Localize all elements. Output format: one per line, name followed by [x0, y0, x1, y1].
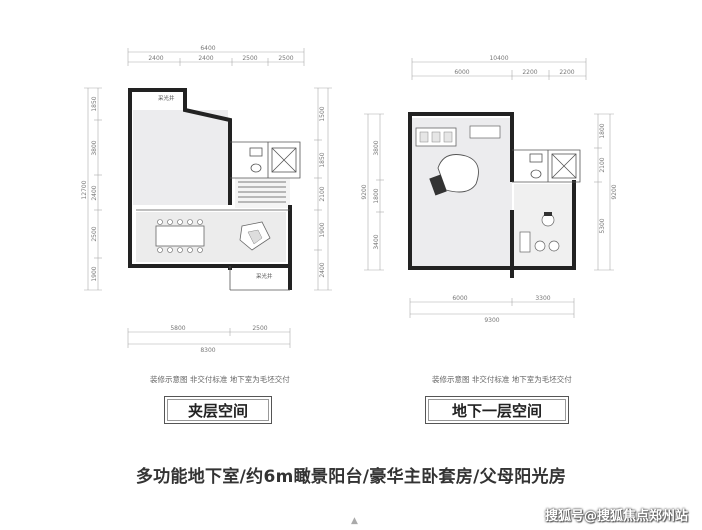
right-bottom-dimensions: 6000 3300 9300 — [409, 295, 575, 324]
left-dim-top-4: 2500 — [278, 55, 293, 62]
left-dim-side-total: 12700 — [81, 180, 88, 199]
left-dim-side-5: 1900 — [91, 266, 98, 281]
left-dim-right-5: 2400 — [319, 262, 326, 277]
right-caption: 装修示意图 非交付标准 地下室为毛坯交付 — [432, 375, 572, 384]
toilet-icon — [250, 163, 262, 173]
right-dim-bottom-1: 6000 — [452, 295, 467, 302]
right-dim-top-2: 2200 — [522, 69, 537, 76]
left-dim-right-2: 1850 — [319, 152, 326, 167]
watermark: 搜狐号@搜狐焦点郑州站 — [544, 509, 688, 524]
left-dim-right-3: 2100 — [319, 186, 326, 201]
right-grand-piano-icon — [429, 154, 479, 196]
right-dim-bottom-total: 9300 — [484, 317, 499, 324]
right-dim-right-3: 5300 — [599, 218, 606, 233]
left-dim-side-3: 2400 — [91, 185, 98, 200]
left-dim-top-total: 6400 — [200, 45, 215, 52]
right-dim-side-total: 9200 — [361, 184, 368, 199]
right-dim-right-total: 9200 — [611, 184, 618, 199]
headline: 多功能地下室/约6m瞰景阳台/豪华主卧套房/父母阳光房 — [135, 467, 567, 487]
right-elevator-shaft — [551, 153, 577, 179]
left-dim-bottom-1: 5800 — [170, 325, 185, 332]
left-upper-room-floor — [133, 110, 228, 205]
left-dim-side-2: 3800 — [91, 140, 98, 155]
left-plan-title-text: 夹层空间 — [187, 401, 248, 420]
right-top-dimensions: 10400 6000 2200 2200 — [411, 55, 587, 80]
left-dim-top-2: 2400 — [198, 55, 213, 62]
sink-icon — [249, 147, 263, 157]
right-side-room-floor — [514, 184, 572, 266]
right-plan-title: 地下一层空间 — [425, 396, 569, 424]
right-walls — [408, 112, 581, 278]
right-dim-top-1: 6000 — [454, 69, 469, 76]
left-dim-bottom-total: 8300 — [200, 347, 215, 354]
left-floorplan: 6400 2400 2400 2500 2500 12700 1850 3800… — [81, 45, 332, 354]
right-dim-side-2: 1800 — [373, 188, 380, 203]
right-dim-bottom-2: 3300 — [535, 295, 550, 302]
right-dim-side-1: 3800 — [373, 140, 380, 155]
left-dim-bottom-2: 2500 — [252, 325, 267, 332]
left-lounge-chair-icon — [239, 221, 271, 251]
left-bathroom — [249, 147, 263, 173]
left-caption: 装修示意图 非交付标准 地下室为毛坯交付 — [150, 375, 290, 384]
right-side-chair-icon — [519, 212, 560, 253]
right-dim-right-2: 2100 — [599, 157, 606, 172]
left-stairs — [238, 181, 286, 203]
left-right-dimensions: 1500 1850 2100 1900 2400 — [314, 87, 332, 291]
toilet-icon — [530, 169, 542, 179]
left-dining-table — [155, 219, 205, 253]
right-dim-top-3: 2200 — [559, 69, 574, 76]
left-top-dimensions: 6400 2400 2400 2500 2500 — [127, 45, 305, 66]
left-room-tag-top: 采光井 — [158, 94, 175, 102]
right-dim-top-total: 10400 — [489, 55, 508, 62]
bottom-marker: ▲ — [351, 516, 358, 526]
left-dim-right-4: 1900 — [319, 222, 326, 237]
left-walls — [128, 88, 301, 291]
left-dim-right-1: 1500 — [319, 106, 326, 121]
right-bathroom — [529, 153, 543, 179]
right-sofa-icon — [415, 127, 457, 147]
right-right-dimensions: 1800 2100 5300 9200 — [594, 113, 618, 271]
right-plan-title-text: 地下一层空间 — [451, 401, 542, 420]
left-dim-top-1: 2400 — [148, 55, 163, 62]
right-dim-right-1: 1800 — [599, 123, 606, 138]
left-elevator-shaft — [271, 147, 297, 173]
left-plan-title: 夹层空间 — [164, 396, 272, 424]
left-dim-top-3: 2500 — [242, 55, 257, 62]
left-bottom-dimensions: 5800 2500 8300 — [127, 325, 291, 354]
left-side-dimensions: 12700 1850 3800 2400 2500 1900 — [81, 87, 102, 291]
left-dim-side-1: 1850 — [91, 96, 98, 111]
left-room-tag-bottom: 采光井 — [256, 272, 273, 280]
right-side-dimensions: 9200 3800 1800 3400 — [361, 113, 384, 271]
right-table-icon — [469, 125, 501, 139]
sink-icon — [529, 153, 543, 163]
right-dim-side-3: 3400 — [373, 234, 380, 249]
stair-area — [235, 178, 290, 208]
right-floorplan: 10400 6000 2200 2200 9200 3800 1800 3400 — [361, 55, 618, 324]
left-dim-side-4: 2500 — [91, 226, 98, 241]
